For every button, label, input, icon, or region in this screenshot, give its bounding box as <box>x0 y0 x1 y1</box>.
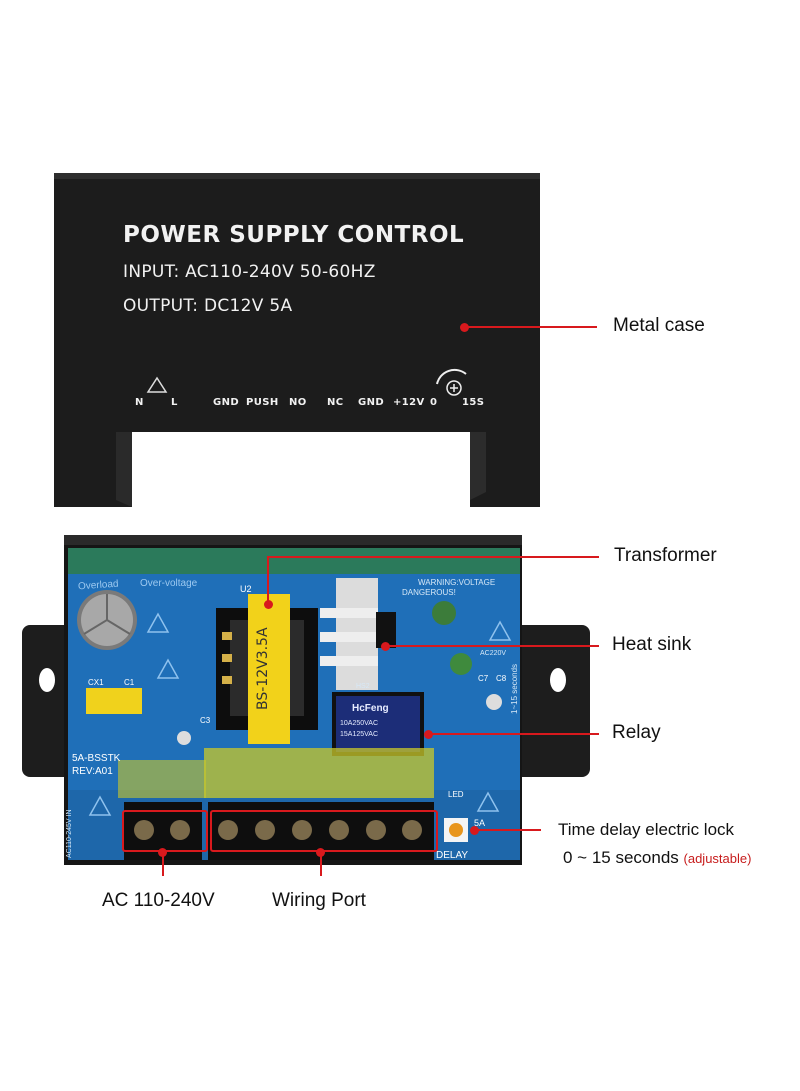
board-silk: Over-voltage <box>140 578 198 589</box>
transformer-pointer <box>264 600 273 609</box>
adjust-dial-icon <box>446 380 462 396</box>
electrolytic-capacitor <box>77 590 137 650</box>
relay-component <box>332 692 424 756</box>
relay-pointer <box>424 730 433 739</box>
board-silk: AC220V <box>480 650 507 657</box>
callout-heat-sink: Heat sink <box>612 634 692 655</box>
terminal-label: L <box>171 397 178 408</box>
board-silk: AC110-245V IN <box>66 809 73 858</box>
adjustable-note: (adjustable) <box>683 851 752 866</box>
metal-case <box>54 173 540 507</box>
terminal-label: NO <box>289 397 307 408</box>
terminal-label: 0 <box>430 397 438 408</box>
terminal-label: N <box>135 397 144 408</box>
board-silk: HS2 <box>356 683 370 690</box>
case-warning-icon <box>146 376 168 393</box>
board-silk: LED <box>448 790 464 799</box>
terminal-label: PUSH <box>246 397 279 408</box>
relay-spec: 10A250VAC <box>340 720 379 727</box>
terminal-label: GND <box>213 397 240 408</box>
callout-relay: Relay <box>612 722 661 743</box>
case-title: POWER SUPPLY CONTROL <box>123 222 465 248</box>
board-silk: DELAY <box>436 850 469 861</box>
board-silk: 5A-BSSTK <box>72 753 121 764</box>
ac-terminal-highlight <box>122 810 208 852</box>
terminal-label: NC <box>327 397 344 408</box>
case-input-spec: INPUT: AC110-240V 50-60HZ <box>123 262 376 282</box>
board-silk: WARNING:VOLTAGE <box>418 578 496 587</box>
metal-case-pointer <box>460 323 469 332</box>
callout-wiring-port: Wiring Port <box>272 890 366 911</box>
callout-metal-case: Metal case <box>613 315 705 336</box>
board-silk: C8 <box>496 674 507 683</box>
small-capacitor <box>432 601 456 625</box>
wiring-port-highlight <box>210 810 438 852</box>
callout-ac-input: AC 110-240V <box>102 890 215 911</box>
time-range-text: 0 ~ 15 seconds <box>563 848 679 867</box>
case-output-spec: OUTPUT: DC12V 5A <box>123 296 293 316</box>
callout-time-delay: Time delay electric lock <box>558 820 735 839</box>
board-silk: CX1 <box>88 678 104 687</box>
x-capacitor <box>86 688 142 714</box>
heat-sink-component <box>320 578 396 690</box>
board-silk: 5A <box>474 818 486 828</box>
board-silk: C7 <box>478 674 489 683</box>
terminal-label: +12V <box>393 397 425 408</box>
board-silk: 1~15 seconds <box>510 663 519 714</box>
terminal-label: GND <box>358 397 385 408</box>
callout-time-range: 0 ~ 15 seconds (adjustable) <box>563 848 751 868</box>
heat-sink-pointer <box>381 642 390 651</box>
board-silk: REV:A01 <box>72 766 113 777</box>
time-delay-pointer <box>470 826 479 835</box>
board-silk: U2 <box>240 584 252 594</box>
board-silk: DANGEROUS! <box>402 588 456 597</box>
board-silk: C1 <box>124 678 135 687</box>
callout-transformer: Transformer <box>614 545 717 566</box>
relay-brand: HcFeng <box>352 703 389 714</box>
board-silk: C3 <box>200 716 211 725</box>
relay-spec: 15A125VAC <box>340 731 379 738</box>
transformer-component <box>216 594 318 744</box>
terminal-cover <box>204 748 434 798</box>
transformer-label: BS-12V3.5A <box>255 627 271 710</box>
terminal-label: 15S <box>462 397 485 408</box>
